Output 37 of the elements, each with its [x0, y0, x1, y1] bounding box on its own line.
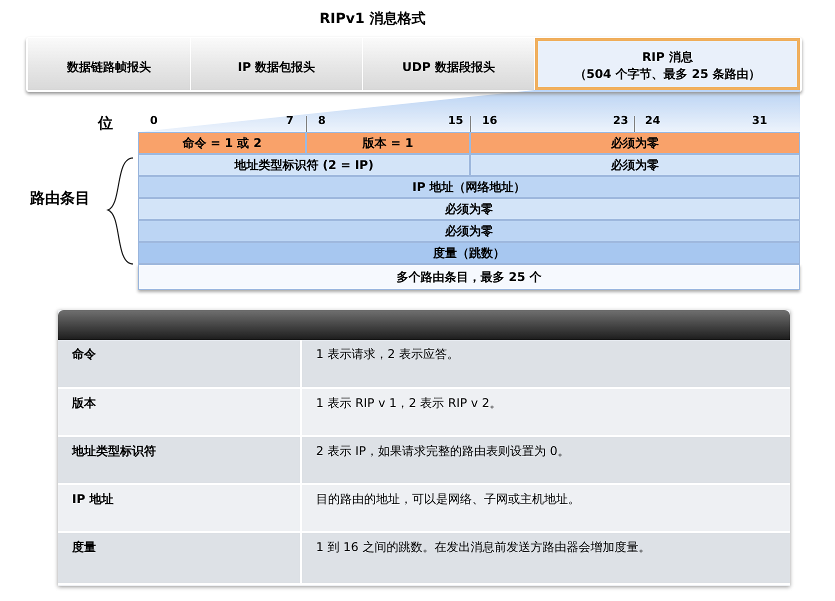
- packet-field: 度量（跳数）: [138, 242, 800, 264]
- bit-number: 24: [645, 114, 660, 127]
- header-segment: UDP 数据段报头: [363, 38, 535, 90]
- field-name-cell: 版本: [58, 389, 300, 437]
- description-cell: 1 到 16 之间的跳数。在发出消息前发送方路由器会增加度量。: [300, 533, 790, 585]
- packet-field: 命令 = 1 或 2: [138, 132, 306, 154]
- packet-field: 必须为零: [470, 132, 800, 154]
- packet-field: 多个路由条目，最多 25 个: [138, 264, 800, 290]
- segment-title: RIP 消息: [642, 48, 693, 66]
- group-label: 路由条目: [30, 189, 90, 208]
- bit-number: 31: [752, 114, 768, 127]
- bit-number: 15: [448, 114, 464, 127]
- packet-field: 必须为零: [138, 198, 800, 220]
- segment-subtitle: （504 个字节、最多 25 条路由）: [574, 66, 761, 82]
- header-segment: [535, 38, 800, 90]
- description-cell: 1 表示 RIP v 1，2 表示 RIP v 2。: [300, 389, 790, 437]
- packet-field: 版本 = 1: [306, 132, 470, 154]
- header-segment: 数据链路帧报头: [28, 38, 191, 90]
- bit-axis-label: 位: [98, 114, 113, 133]
- packet-field: 地址类型标识符 (2 = IP): [138, 154, 470, 176]
- header-segment: IP 数据包报头: [191, 38, 363, 90]
- packet-field: IP 地址（网络地址）: [138, 176, 800, 198]
- description-cell: 2 表示 IP，如果请求完整的路由表则设置为 0。: [300, 437, 790, 485]
- field-name-cell: 度量: [58, 533, 300, 585]
- packet-field: 必须为零: [138, 220, 800, 242]
- description-cell: 目的路由的地址，可以是网络、子网或主机地址。: [300, 485, 790, 533]
- bit-number: 16: [482, 114, 498, 127]
- description-cell: 1 表示请求，2 表示应答。: [300, 340, 790, 389]
- bit-number: 8: [318, 114, 326, 127]
- packet-field: 必须为零: [470, 154, 800, 176]
- field-name-cell: IP 地址: [58, 485, 300, 533]
- bit-number: 23: [613, 114, 628, 127]
- diagram-title: RIPv1 消息格式: [318, 10, 426, 28]
- field-name-cell: 地址类型标识符: [58, 437, 300, 485]
- bit-number: 7: [286, 114, 294, 127]
- field-name-cell: 命令: [58, 340, 300, 389]
- bit-number: 0: [150, 114, 158, 127]
